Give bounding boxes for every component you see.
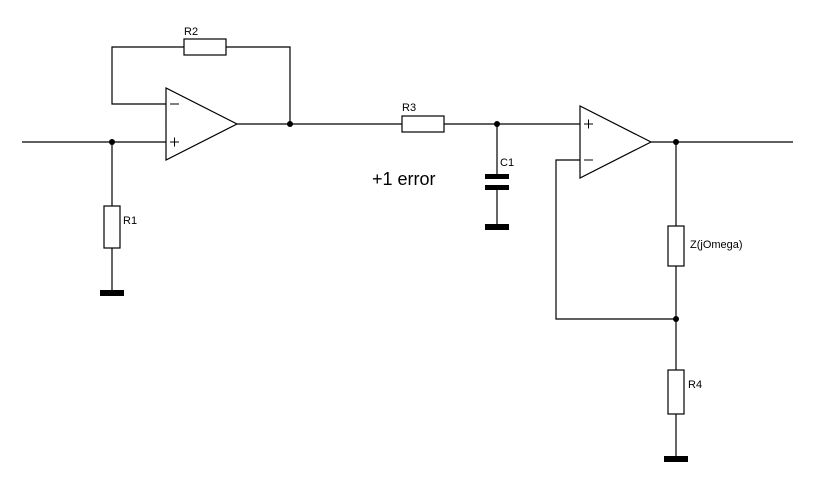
junction-opamp1-out xyxy=(287,121,293,127)
impedance-z xyxy=(667,225,685,267)
ground-r1 xyxy=(100,290,124,296)
ground-c1 xyxy=(485,224,509,230)
junction-c1 xyxy=(494,121,500,127)
feedback-right-wire xyxy=(226,46,291,124)
junction-feedback xyxy=(673,316,679,322)
capacitor-c1 xyxy=(485,174,509,190)
junction-output xyxy=(673,139,679,145)
capacitor-c1-top-plate xyxy=(485,174,509,179)
label-c1: C1 xyxy=(500,157,514,169)
opamp-2-triangle xyxy=(579,105,653,179)
junction-input xyxy=(109,139,115,145)
capacitor-c1-bottom-plate xyxy=(485,185,509,190)
label-z: Z(jOmega) xyxy=(690,239,743,251)
label-r3: R3 xyxy=(402,102,416,114)
resistor-r3 xyxy=(401,115,445,133)
resistor-r2 xyxy=(183,38,227,56)
feedback-left-wire xyxy=(111,46,184,105)
resistor-r1 xyxy=(103,205,121,249)
error-annotation: +1 error xyxy=(372,169,436,189)
ground-r4 xyxy=(664,456,688,462)
label-r4: R4 xyxy=(688,379,702,391)
label-r1: R1 xyxy=(123,215,137,227)
opamp-1 xyxy=(165,87,239,161)
opamp-2 xyxy=(579,105,653,179)
opamp2-feedback-wire xyxy=(555,159,676,320)
resistor-r4 xyxy=(667,369,685,415)
label-r2: R2 xyxy=(184,26,198,38)
opamp-1-triangle xyxy=(165,87,239,161)
